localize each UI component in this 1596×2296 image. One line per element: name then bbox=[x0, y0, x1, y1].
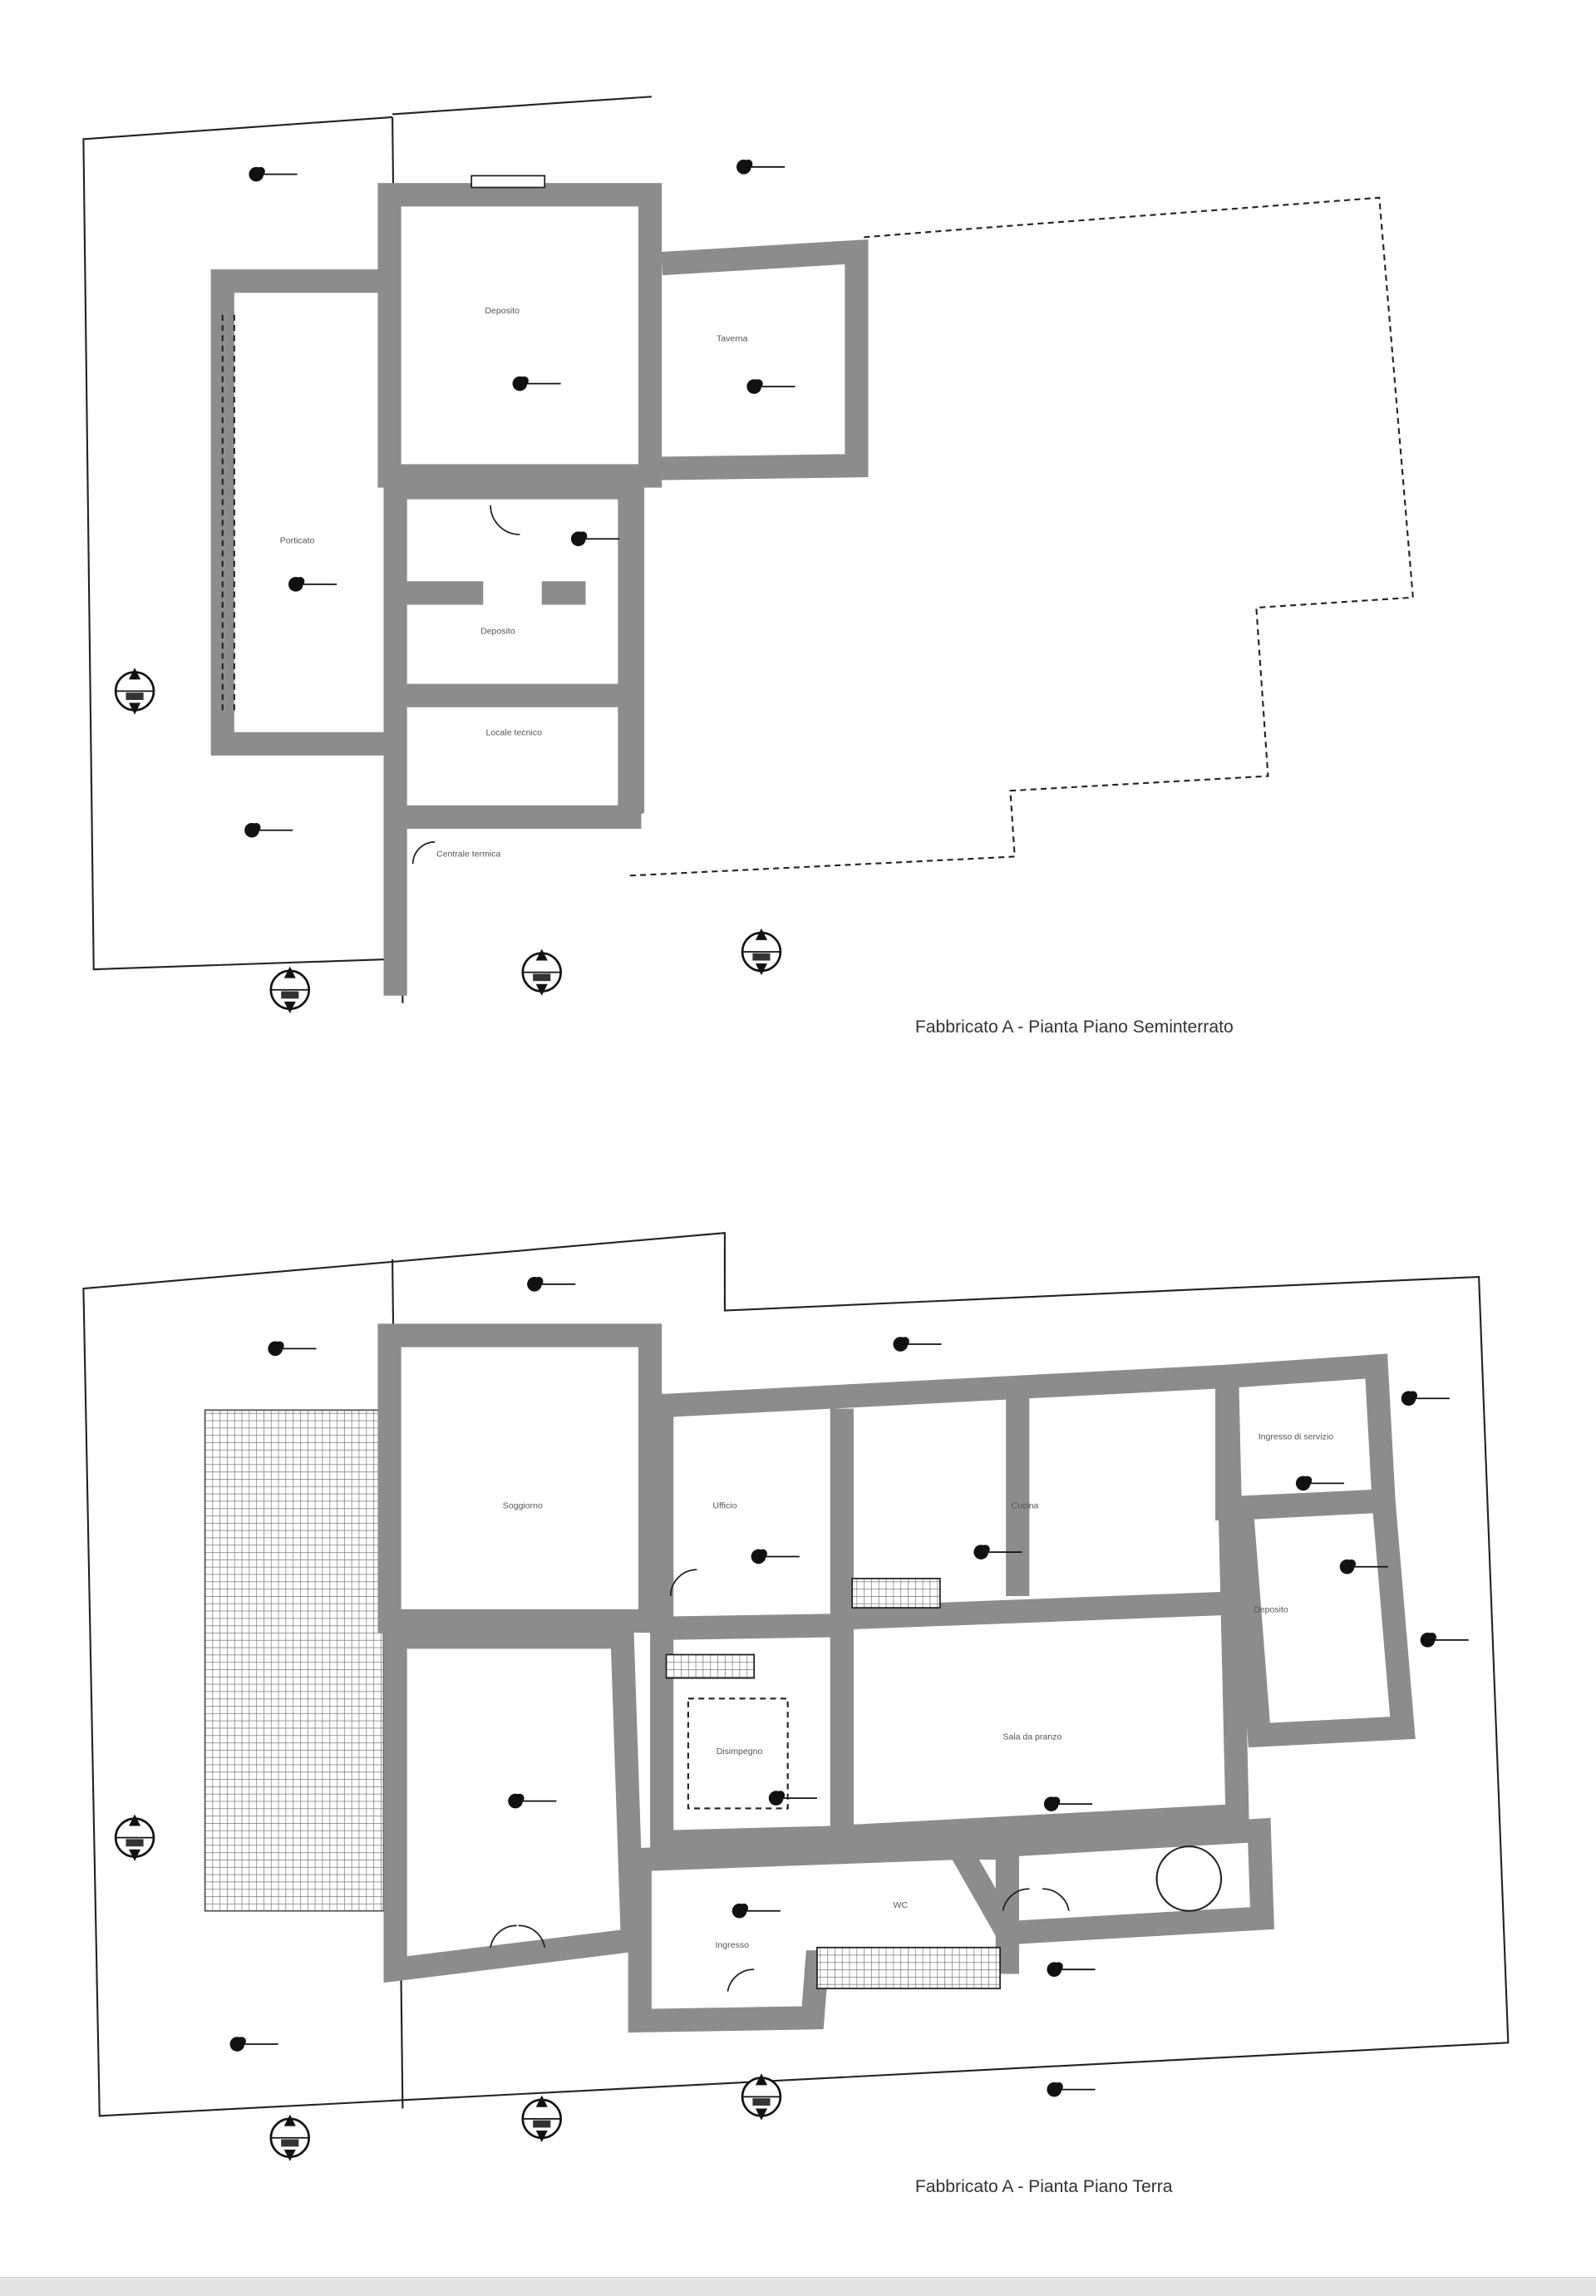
elevation-marker-icon bbox=[570, 530, 620, 547]
room-label: Soggiorno bbox=[503, 1500, 543, 1510]
room-label: Deposito bbox=[480, 627, 515, 637]
section-marker-icon bbox=[114, 1813, 155, 1863]
wall-south-rooms bbox=[939, 1817, 1274, 1945]
room-label: Deposito bbox=[485, 306, 520, 316]
wall-entrance-block bbox=[628, 1835, 1019, 2033]
room-label: Centrale termica bbox=[436, 849, 501, 859]
section-marker-icon bbox=[521, 2094, 562, 2144]
elevation-marker-icon bbox=[511, 375, 562, 392]
wall-soggiorno bbox=[377, 1323, 663, 1633]
room-label: Ingresso di servizio bbox=[1259, 1432, 1333, 1442]
room-label: WC bbox=[894, 1900, 909, 1910]
elevation-marker-icon bbox=[1043, 1796, 1093, 1812]
room-label: Deposito bbox=[1254, 1604, 1288, 1614]
elevation-marker-icon bbox=[526, 1276, 577, 1293]
plan-seminterrato: Deposito Taverna Porticato Deposito Loca… bbox=[82, 96, 1414, 1037]
elevation-marker-icon bbox=[1419, 1632, 1470, 1648]
elevation-marker-icon bbox=[288, 576, 338, 593]
site-boundary bbox=[82, 1232, 1510, 2117]
room-label: Porticato bbox=[280, 536, 315, 546]
section-marker-icon bbox=[269, 2113, 310, 2163]
elevation-marker-icon bbox=[244, 822, 294, 839]
elevation-marker-icon bbox=[1046, 1961, 1096, 1978]
wall-porticato bbox=[210, 269, 384, 756]
wall-deposito bbox=[1229, 1488, 1416, 1748]
wall-deposito bbox=[377, 183, 663, 488]
elevation-marker-icon bbox=[267, 1340, 318, 1357]
section-marker-icon bbox=[114, 666, 155, 716]
section-marker-icon bbox=[269, 965, 310, 1015]
room-label: Ufficio bbox=[712, 1500, 736, 1510]
plan-title: Fabbricato A - Pianta Piano Seminterrato bbox=[915, 1017, 1234, 1037]
round-well bbox=[1155, 1845, 1223, 1912]
room-label: Taverna bbox=[717, 333, 748, 343]
elevation-marker-icon bbox=[1046, 2081, 1096, 2098]
elevation-marker-icon bbox=[731, 1903, 781, 1919]
section-marker-icon bbox=[741, 927, 782, 977]
elevation-marker-icon bbox=[1295, 1475, 1345, 1492]
outline-dashed-area bbox=[629, 196, 1414, 877]
room-label: Disimpegno bbox=[717, 1747, 763, 1756]
viewer-footer-bar bbox=[0, 2277, 1596, 2296]
paved-terrace bbox=[204, 1409, 385, 1912]
section-marker-icon bbox=[521, 948, 562, 998]
room-label: Cucina bbox=[1012, 1500, 1039, 1510]
wall-lower-block bbox=[383, 475, 642, 830]
plan-title: Fabbricato A - Pianta Piano Terra bbox=[915, 2177, 1173, 2196]
elevation-marker-icon bbox=[736, 159, 786, 175]
wall-main-block bbox=[650, 1363, 1249, 1855]
room-label: Ingresso bbox=[716, 1940, 750, 1950]
elevation-marker-icon bbox=[507, 1792, 558, 1810]
plan-terra: Soggiorno Ufficio Cucina Ingresso di ser… bbox=[82, 1232, 1510, 2196]
room-label: Sala da pranzo bbox=[1002, 1732, 1062, 1742]
site-boundary bbox=[82, 116, 393, 971]
room-label: Locale tecnico bbox=[486, 727, 543, 737]
elevation-marker-icon bbox=[1400, 1390, 1451, 1407]
wall-taverna bbox=[649, 239, 869, 480]
elevation-marker-icon bbox=[767, 1790, 818, 1806]
elevation-marker-icon bbox=[750, 1548, 800, 1565]
elevation-marker-icon bbox=[746, 378, 796, 395]
elevation-marker-icon bbox=[248, 165, 298, 183]
elevation-marker-icon bbox=[892, 1336, 943, 1352]
elevation-marker-icon bbox=[229, 2036, 279, 2052]
